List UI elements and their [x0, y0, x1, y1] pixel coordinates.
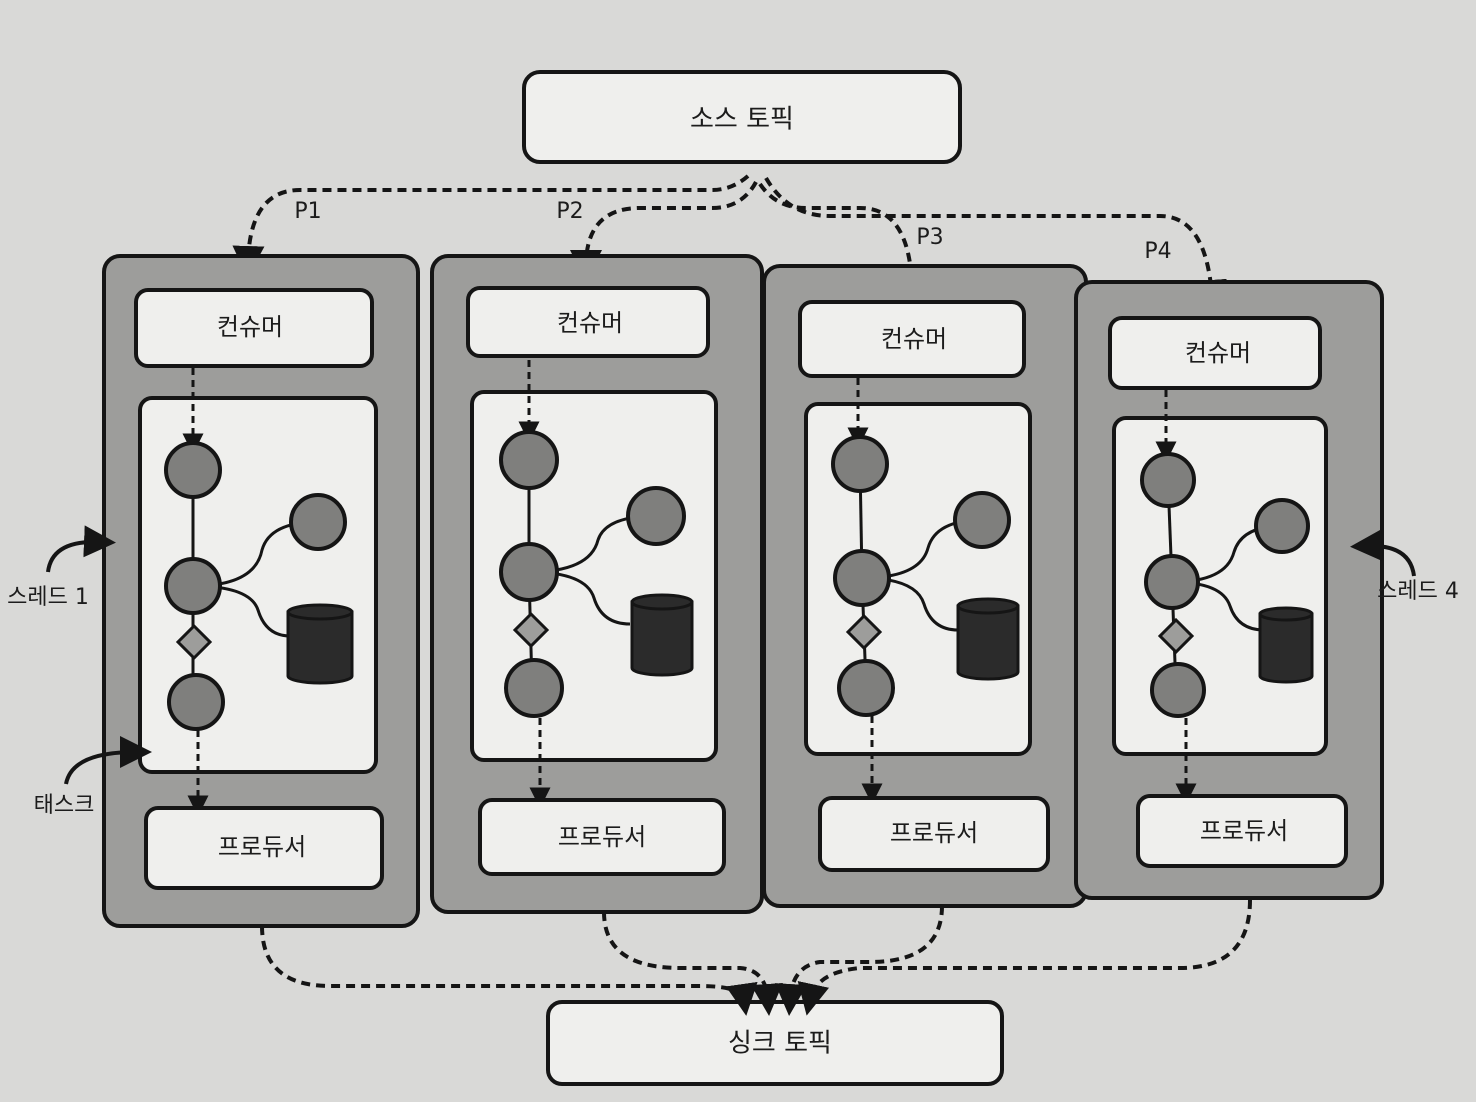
partition-label-1: P1	[294, 199, 321, 224]
consumer-box: 컨슈머	[134, 288, 374, 368]
processor-node	[504, 658, 564, 718]
task-label: 태스크	[34, 793, 95, 818]
filter-diamond	[1157, 617, 1195, 655]
thread-1-callout: 스레드 1	[7, 525, 116, 610]
processor-node	[164, 557, 222, 615]
consumer-box: 컨슈머	[466, 286, 710, 358]
sink-topic-label: 싱크 토픽	[728, 1029, 832, 1059]
thread-1-label: 스레드 1	[7, 585, 89, 610]
sink-arrow-4	[797, 899, 1252, 1016]
processor-topology	[1140, 452, 1314, 718]
consumer-box: 컨슈머	[1108, 316, 1322, 390]
processor-node	[499, 542, 559, 602]
processor-node	[953, 491, 1011, 549]
processor-node	[289, 493, 347, 551]
partition-arrow-3	[758, 182, 928, 304]
filter-diamond	[512, 611, 550, 649]
filter-diamond	[175, 623, 213, 661]
sink-arrow-2	[602, 911, 783, 1016]
partition-label-4: P4	[1144, 239, 1171, 264]
processor-node	[837, 659, 895, 717]
state-store-icon	[630, 593, 694, 677]
thread-3: 컨슈머	[762, 264, 1088, 908]
processor-node	[1150, 662, 1206, 718]
processor-node	[164, 441, 222, 499]
partition-label-3: P3	[916, 225, 943, 250]
processor-topology	[164, 441, 354, 731]
consumer-box: 컨슈머	[798, 300, 1026, 378]
producer-box: 프로듀서	[1136, 794, 1348, 868]
producer-label: 프로듀서	[218, 833, 306, 861]
sink-topic: 싱크 토픽	[546, 1000, 1004, 1086]
thread-1: 컨슈머	[102, 254, 420, 928]
thread-4-label: 스레드 4	[1377, 579, 1459, 604]
state-store-icon	[1258, 606, 1314, 684]
processor-topology	[831, 435, 1020, 717]
producer-label: 프로듀서	[890, 819, 978, 847]
sink-arrows	[260, 899, 1252, 1016]
consumer-label: 컨슈머	[881, 325, 947, 353]
partition-arrow-1	[232, 174, 750, 278]
producer-label: 프로듀서	[1200, 817, 1288, 845]
consumer-label: 컨슈머	[217, 313, 283, 341]
producer-box: 프로듀서	[144, 806, 384, 890]
processor-node	[831, 435, 889, 493]
source-topic: 소스 토픽	[522, 70, 962, 164]
source-topic-label: 소스 토픽	[690, 105, 794, 135]
task-callout: 태스크	[34, 736, 152, 818]
consumer-label: 컨슈머	[557, 309, 623, 337]
state-store-icon	[286, 603, 354, 685]
thread-columns: 컨슈머	[102, 254, 1384, 928]
partition-arrow-2	[570, 181, 758, 282]
thread-2: 컨슈머	[430, 254, 764, 914]
producer-box: 프로듀서	[478, 798, 726, 876]
producer-label: 프로듀서	[558, 823, 646, 851]
sink-arrow-1	[260, 925, 758, 1016]
sink-arrow-3	[774, 905, 944, 1016]
filter-diamond	[845, 613, 883, 651]
processor-node	[833, 549, 891, 607]
processor-node	[1144, 554, 1200, 610]
processor-topology	[499, 430, 694, 718]
consumer-label: 컨슈머	[1185, 339, 1251, 367]
producer-box: 프로듀서	[818, 796, 1050, 872]
processor-node	[499, 430, 559, 490]
processor-node	[1254, 498, 1310, 554]
partition-arrows	[232, 174, 1227, 312]
partition-arrow-4	[764, 176, 1227, 312]
partition-label-2: P2	[556, 199, 583, 224]
thread-4: 컨슈머	[1074, 280, 1384, 900]
state-store-icon	[956, 597, 1020, 681]
processor-node	[626, 486, 686, 546]
processor-node	[167, 673, 225, 731]
thread-4-callout: 스레드 4	[1350, 529, 1459, 604]
processor-node	[1140, 452, 1196, 508]
